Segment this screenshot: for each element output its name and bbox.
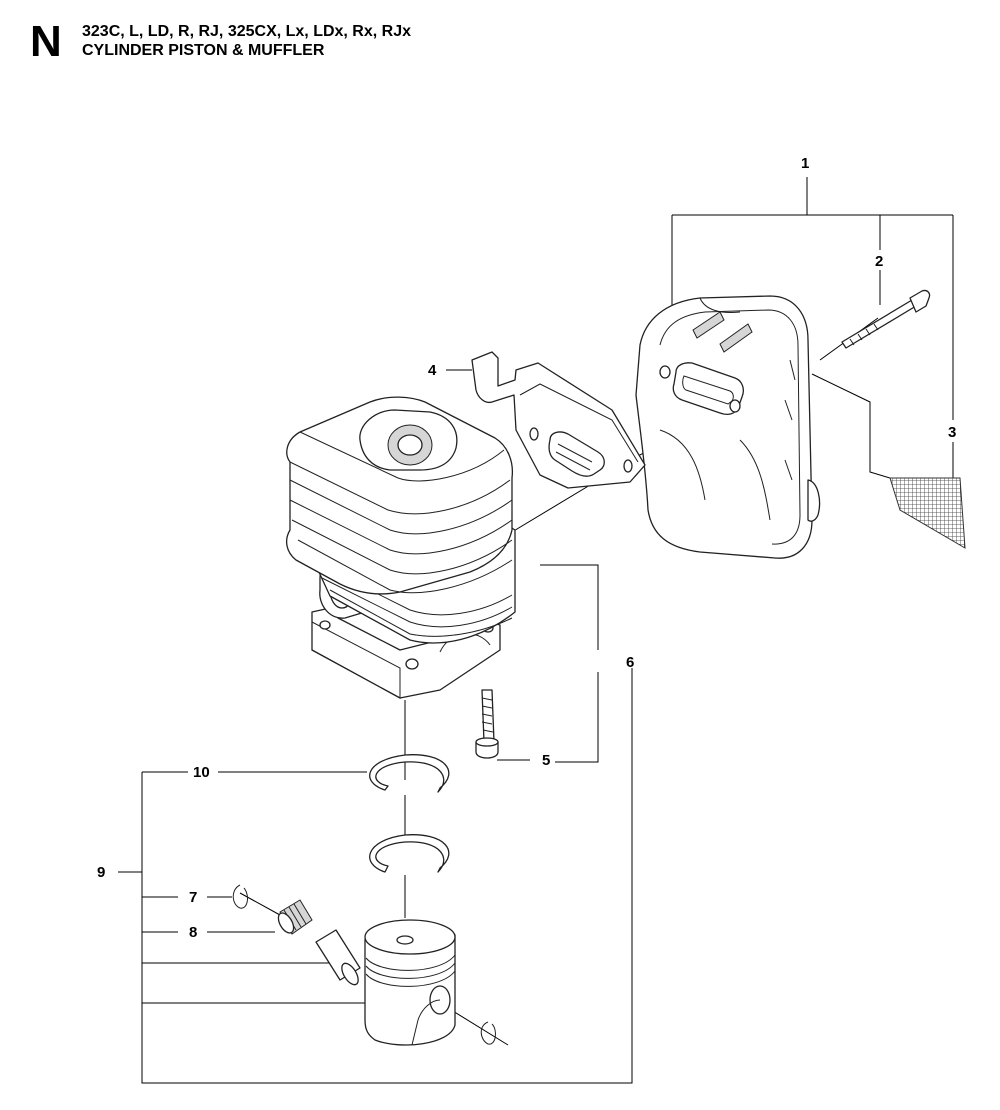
- callout-5: 5: [542, 752, 550, 769]
- gasket-plate-drawing: [471, 351, 646, 489]
- callout-numbers: 1 2 3 4 5 6 7 8 9 10: [97, 155, 956, 941]
- callout-4: 4: [428, 362, 437, 379]
- section-letter: N: [30, 17, 62, 66]
- muffler-bolt-drawing: [841, 289, 931, 349]
- circlip-drawing: [232, 884, 496, 1045]
- callout-9: 9: [97, 864, 105, 881]
- callout-2: 2: [875, 253, 883, 270]
- spark-arrestor-screen-drawing: [889, 477, 966, 549]
- callout-10: 10: [193, 764, 210, 781]
- piston-drawing: [364, 919, 456, 1046]
- callout-6: 6: [626, 654, 634, 671]
- callout-3: 3: [948, 424, 956, 441]
- callout-8: 8: [189, 924, 197, 941]
- header-text: 323C, L, LD, R, RJ, 325CX, Lx, LDx, Rx, …: [82, 22, 411, 60]
- cylinder-bolt-drawing: [475, 689, 499, 759]
- leader-lines: [118, 177, 954, 1084]
- model-list: 323C, L, LD, R, RJ, 325CX, Lx, LDx, Rx, …: [82, 23, 411, 40]
- cylinder-drawing: [285, 396, 516, 699]
- needle-bearing-drawing: [277, 899, 313, 935]
- callout-7: 7: [189, 889, 197, 906]
- piston-rings-drawing: [369, 754, 450, 873]
- callout-1: 1: [801, 155, 809, 172]
- muffler-drawing: [635, 295, 821, 559]
- diagram-title: CYLINDER PISTON & MUFFLER: [82, 42, 325, 59]
- piston-pin-drawing: [315, 929, 361, 986]
